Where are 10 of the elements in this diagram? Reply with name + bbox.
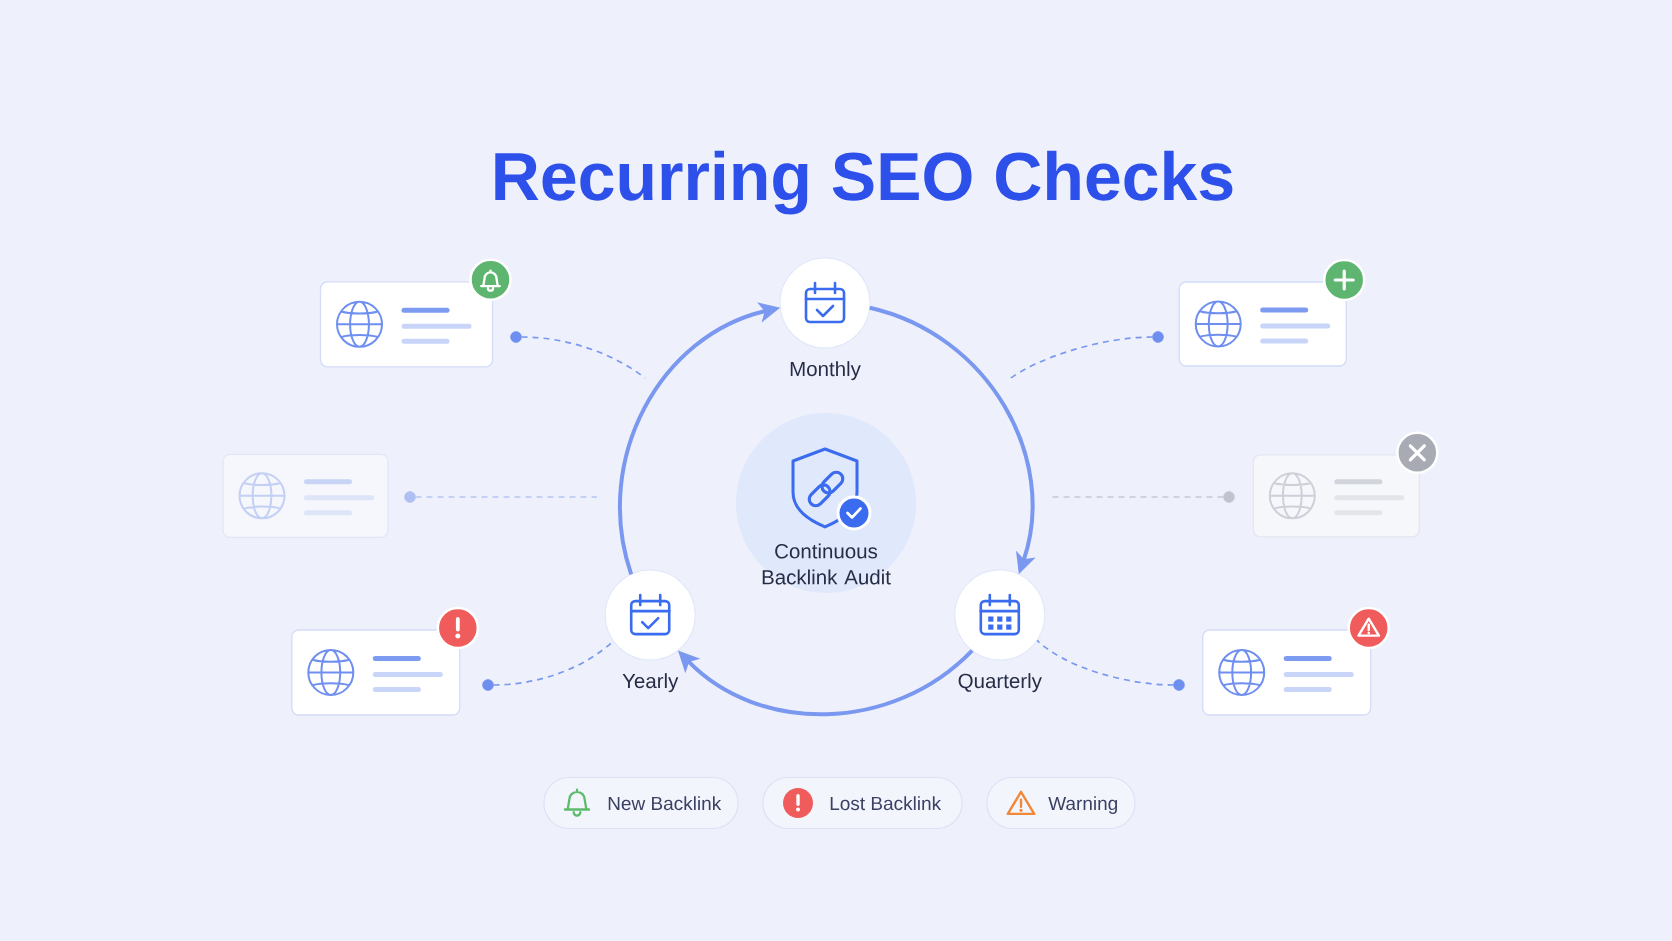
step-label: Monthly (790, 361, 861, 381)
step-label: Yearly (622, 673, 679, 693)
title: Recurring SEO Checks (495, 150, 1233, 215)
legend-item: Warning (986, 776, 1136, 830)
step-label: Quarterly (958, 673, 1042, 693)
legend-item: New Backlink (543, 776, 739, 830)
dashed-connector (1036, 639, 1175, 686)
dashed-connector (414, 496, 598, 498)
hub-label: Continuous Backlink Audit (762, 543, 891, 585)
dashed-connector (520, 336, 646, 379)
